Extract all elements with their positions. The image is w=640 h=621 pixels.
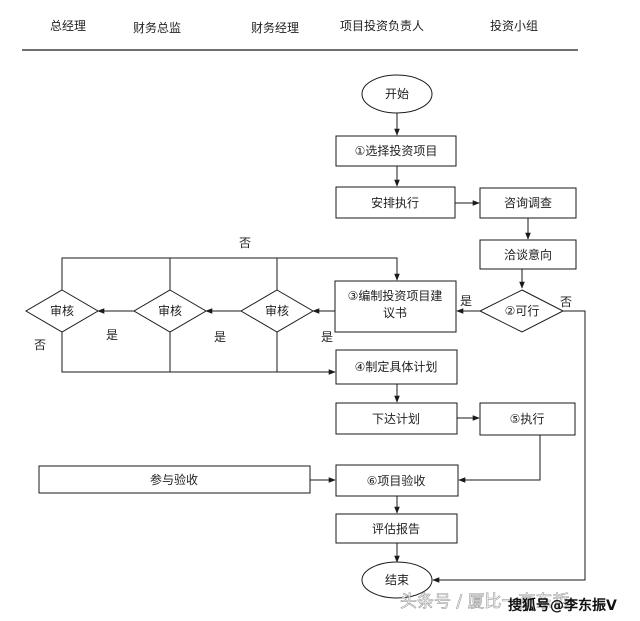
- edge-approve-plan: [61, 332, 336, 375]
- connectors: [61, 113, 586, 583]
- arrange-execution-box: [335, 186, 456, 219]
- participate-acceptance-box: [38, 465, 311, 494]
- no-left-label: 否: [34, 338, 46, 352]
- end-node: [361, 561, 433, 599]
- execute-label: ⑤执行: [510, 412, 545, 426]
- nodes: [25, 74, 577, 599]
- review-decision-3: [25, 289, 99, 333]
- execute-box: [479, 402, 576, 436]
- edge-feasible-end: [432, 310, 586, 583]
- header-cfo: 财务总监: [133, 20, 181, 35]
- yes-review2-label: 是: [214, 330, 226, 344]
- issue-plan-box: [335, 402, 458, 435]
- header-pm: 项目投资负责人: [340, 18, 424, 33]
- node-texts: 开始 ①选择投资项目 安排执行 咨询调查 洽谈意向 ②可行 ③编制投资项目建 议…: [50, 87, 552, 587]
- proposal-label-line1: ③编制投资项目建: [348, 288, 443, 303]
- start-label: 开始: [385, 87, 409, 101]
- no-feasible-label: 否: [560, 295, 572, 309]
- yes-review1-label: 是: [321, 330, 333, 344]
- consult-survey-box: [479, 187, 577, 219]
- issue-plan-label: 下达计划: [372, 412, 420, 426]
- header-fm: 财务经理: [251, 20, 299, 35]
- proposal-label-line2: 议书: [383, 306, 407, 320]
- consult-survey-label: 咨询调查: [504, 195, 552, 210]
- negotiate-intent-box: [479, 239, 577, 270]
- watermark-left: 头条号 / 厦比一高东哲: [400, 592, 570, 612]
- feasible-decision: [478, 289, 565, 333]
- review-decision-2: [133, 289, 207, 333]
- project-acceptance-box: [335, 464, 459, 497]
- edge-labels: 是 否 否 否 是 是 是: [34, 236, 572, 352]
- end-label: 结束: [385, 573, 409, 587]
- select-project-box: [335, 135, 457, 167]
- negotiate-intent-label: 洽谈意向: [504, 247, 552, 262]
- start-node: [361, 74, 433, 114]
- header-gm: 总经理: [50, 19, 86, 33]
- participate-acceptance-label: 参与验收: [150, 472, 198, 487]
- make-plan-box: [335, 349, 458, 385]
- select-project-label: ①选择投资项目: [355, 143, 438, 158]
- column-headers: 总经理 财务总监 财务经理 项目投资负责人 投资小组: [50, 18, 538, 35]
- review-decision-1: [240, 289, 314, 333]
- evaluation-report-label: 评估报告: [372, 521, 420, 536]
- yes-review3-label: 是: [106, 328, 118, 342]
- review-2-label: 审核: [158, 303, 182, 318]
- proposal-box: [334, 280, 457, 333]
- header-group: 投资小组: [490, 18, 538, 33]
- arrange-execution-label: 安排执行: [371, 195, 419, 210]
- evaluation-report-box: [335, 513, 458, 544]
- make-plan-label: ④制定具体计划: [355, 359, 438, 374]
- project-acceptance-label: ⑥项目验收: [367, 473, 426, 488]
- feasible-label: ②可行: [505, 304, 540, 318]
- watermark: 头条号 / 厦比一高东哲 搜狐号@李东振V: [400, 592, 617, 614]
- watermark-right: 搜狐号@李东振V: [508, 597, 617, 614]
- edge-reject-top: [61, 257, 400, 290]
- no-top-label: 否: [239, 236, 251, 250]
- yes-feasible-label: 是: [460, 294, 472, 308]
- review-3-label: 审核: [50, 303, 74, 318]
- review-1-label: 审核: [265, 303, 289, 318]
- edge-execute-acceptance: [458, 435, 541, 483]
